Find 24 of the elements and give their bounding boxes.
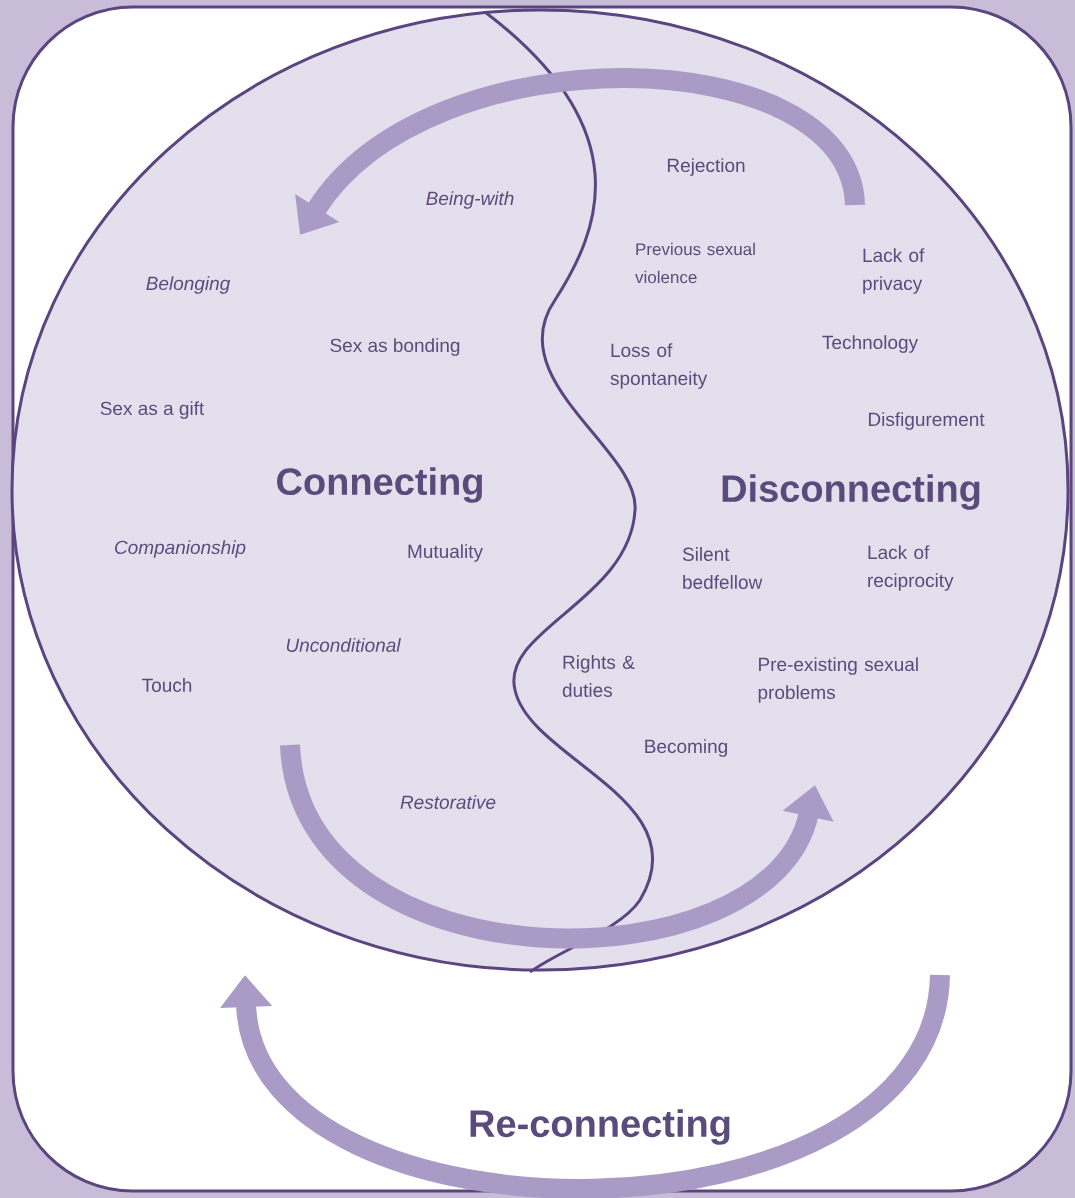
theme-label: Lack of reciprocity	[868, 545, 954, 591]
heading: Disconnecting	[722, 474, 980, 510]
theme-label: Loss of spontaneity	[610, 343, 708, 389]
theme-label: Rejection	[667, 158, 745, 176]
theme-label: Disfigurement	[868, 412, 985, 430]
heading: Re-connecting	[470, 1109, 730, 1145]
theme-label: Rights & duties	[562, 655, 635, 697]
theme-label: Technology	[822, 335, 919, 353]
theme-label: Sex as bonding	[330, 338, 460, 356]
theme-label: Pre-existing sexual problems	[758, 657, 918, 703]
theme-label: Being-with	[426, 191, 514, 209]
theme-label: Sex as a gift	[100, 401, 205, 419]
theme-label: Restorative	[400, 795, 496, 809]
theme-label: Mutuality	[408, 544, 483, 562]
theme-label: Silent bedfellow	[682, 547, 763, 589]
theme-label: Companionship	[115, 540, 246, 558]
curved-arrow	[220, 972, 950, 1198]
theme-label: Belonging	[146, 276, 231, 294]
theme-label: Unconditional	[286, 638, 401, 652]
theme-label: Touch	[142, 678, 192, 692]
theme-label: Lack of privacy	[863, 248, 925, 294]
heading: Connecting	[277, 467, 482, 503]
theme-label: Becoming	[645, 739, 727, 757]
theme-label: Previous sexual violence	[635, 242, 755, 284]
